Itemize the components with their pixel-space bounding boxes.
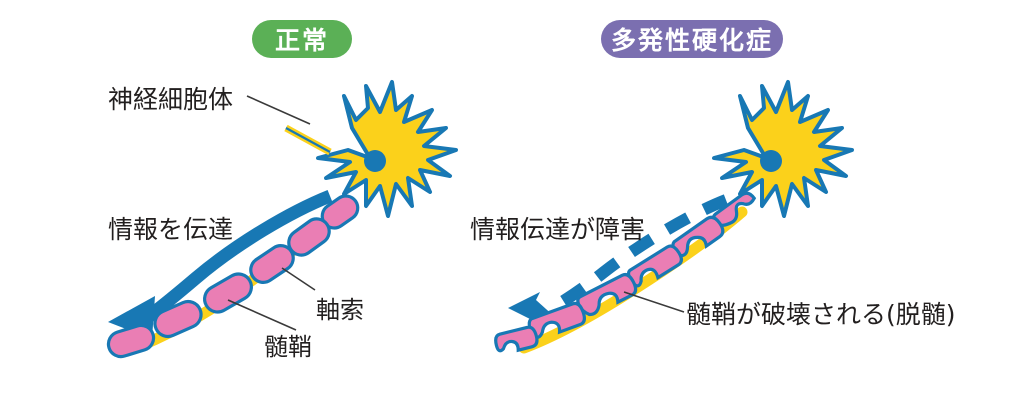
label-demyelination: 髄鞘が破壊される(脱髄)	[686, 300, 956, 329]
badge-normal: 正常	[252, 20, 352, 58]
neuron-soma-ms	[712, 80, 854, 218]
label-myelin-sheath: 髄鞘	[264, 333, 312, 361]
label-transmits-information: 情報を伝達	[108, 215, 234, 244]
label-impaired-transmission: 情報伝達が障害	[470, 215, 646, 244]
badge-multiple-sclerosis: 多発性硬化症	[601, 20, 783, 58]
label-axon: 軸索	[316, 296, 364, 324]
label-nerve-cell-body: 神経細胞体	[108, 85, 234, 114]
leader-lines-ms	[623, 291, 685, 313]
panel-normal	[0, 0, 500, 401]
nucleus-ms	[760, 150, 782, 172]
